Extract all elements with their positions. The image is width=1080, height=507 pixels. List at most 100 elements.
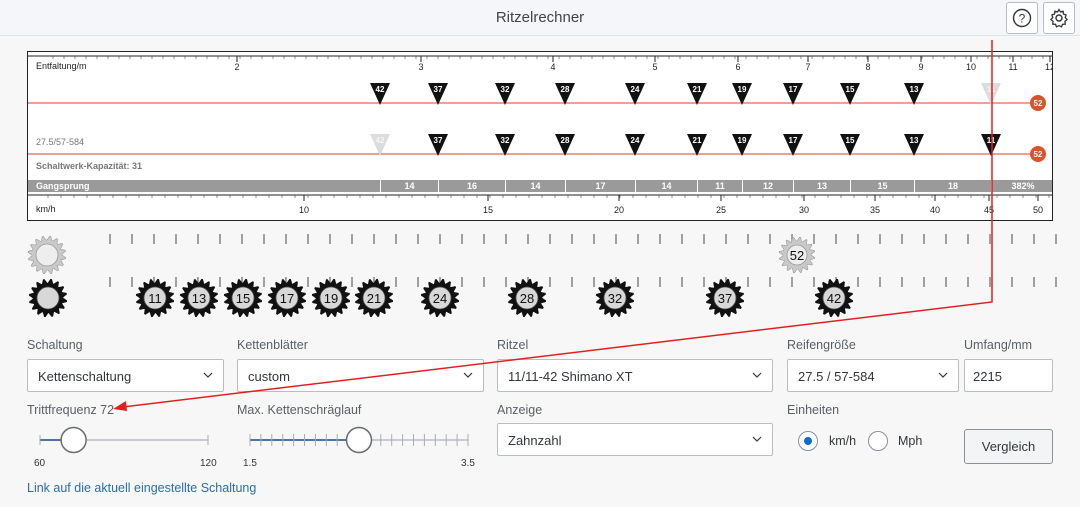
gear-marker-label: 32 — [501, 85, 510, 94]
umfang-value: 2215 — [973, 369, 1002, 384]
schaltung-select[interactable]: Kettenschaltung — [27, 359, 224, 392]
gear-marker-label: 21 — [693, 85, 702, 94]
gear-marker-label: 15 — [846, 136, 855, 145]
gear-marker-row1: 37 — [428, 83, 448, 105]
speed-axis-label: km/h — [36, 204, 56, 214]
reifen-value: 27.5 / 57-584 — [798, 369, 875, 384]
chainring-gear-52: 52 — [778, 236, 816, 274]
speed-axis-tick-label: 50 — [1033, 205, 1043, 215]
chainring-badge-label: 52 — [1034, 150, 1043, 159]
small-chainring-gear — [28, 278, 68, 318]
top-axis-tick-label: 8 — [865, 62, 870, 72]
chainring-badge — [1030, 95, 1046, 111]
top-axis-tick-label: 3 — [418, 62, 423, 72]
gangsprung-cell: 382% — [991, 180, 1052, 192]
gear-marker-label: 37 — [434, 136, 443, 145]
kettenschraeglauf-handle[interactable] — [345, 426, 373, 454]
gear-teeth-label: 42 — [827, 291, 841, 306]
chevron-down-icon — [203, 372, 213, 378]
anzeige-value: Zahnzahl — [508, 433, 562, 448]
gear-marker-row2: 11 — [981, 134, 1001, 156]
svg-text:?: ? — [1019, 12, 1026, 26]
gear-marker-label: 32 — [501, 136, 510, 145]
gear-teeth-label: 11 — [148, 291, 162, 306]
trittfrequenz-min: 60 — [34, 458, 46, 469]
radio-kmh[interactable] — [798, 431, 818, 451]
radio-mph[interactable] — [868, 431, 888, 451]
cassette-cog-15: 15 — [223, 278, 263, 318]
schaltung-value: Kettenschaltung — [38, 369, 132, 384]
vergleich-button[interactable]: Vergleich — [964, 429, 1053, 464]
top-axis-tick-label: 5 — [652, 62, 657, 72]
top-axis-tick-label: 7 — [805, 62, 810, 72]
gear-marker-label: 42 — [376, 85, 385, 94]
gear-teeth-label: 32 — [608, 291, 622, 306]
gangsprung-cell: 11 — [697, 180, 742, 192]
cassette-cog-19: 19 — [311, 278, 351, 318]
radio-mph-label: Mph — [898, 434, 923, 448]
top-axis-label: Entfaltung/m — [36, 61, 87, 71]
gear-marker-row1: 32 — [495, 83, 515, 105]
kettenschraeglauf-max: 3.5 — [461, 458, 475, 469]
radio-selected-dot — [804, 437, 812, 445]
trittfrequenz-slider[interactable] — [30, 424, 220, 456]
gangsprung-label: Gangsprung — [36, 181, 90, 191]
reifen-label: Reifengröße — [787, 338, 856, 352]
gear-marker-row1: 17 — [783, 83, 803, 105]
gangsprung-cell: 17 — [565, 180, 635, 192]
anzeige-select[interactable]: Zahnzahl — [497, 423, 773, 456]
gear-marker-label: 17 — [789, 85, 798, 94]
ritzel-value: 11/11-42 Shimano XT — [508, 369, 633, 384]
gear-marker-row2: 13 — [904, 134, 924, 156]
chevron-down-icon — [752, 372, 762, 378]
gear-teeth-label: 21 — [367, 291, 381, 306]
cassette-cog-32: 32 — [595, 278, 635, 318]
anzeige-label: Anzeige — [497, 403, 543, 417]
gear-marker-label: 13 — [910, 85, 919, 94]
gangsprung-cell: 12 — [742, 180, 793, 192]
top-axis-tick-label: 6 — [735, 62, 740, 72]
cassette-cog-24: 24 — [420, 278, 460, 318]
gear-marker-row1: 15 — [840, 83, 860, 105]
kettenblaetter-select[interactable]: custom — [237, 359, 484, 392]
kettenschraeglauf-slider[interactable] — [240, 424, 480, 456]
gear-marker-row1: 11 — [981, 83, 1001, 105]
help-icon: ? — [1012, 8, 1032, 28]
gear-marker-label: 13 — [910, 136, 919, 145]
gangsprung-cell: 13 — [793, 180, 850, 192]
gear-teeth-label: 37 — [718, 291, 732, 306]
gear-icon — [1049, 8, 1069, 28]
gear-teeth-label: 13 — [192, 291, 206, 306]
speed-axis-tick-label: 30 — [799, 205, 809, 215]
schaltung-link[interactable]: Link auf die aktuell eingestellte Schalt… — [27, 481, 257, 495]
chevron-down-icon — [463, 372, 473, 378]
top-axis-tick-label: 10 — [966, 62, 976, 72]
kettenschraeglauf-min: 1.5 — [243, 458, 257, 469]
derailleur-capacity: Schaltwerk-Kapazität: 31 — [36, 161, 143, 171]
gear-teeth-label: 28 — [520, 291, 534, 306]
reifen-select[interactable]: 27.5 / 57-584 — [787, 359, 959, 392]
gear-marker-label: 21 — [693, 136, 702, 145]
gear-marker-row2: 21 — [687, 134, 707, 156]
cassette-cog-13: 13 — [179, 278, 219, 318]
ritzel-label: Ritzel — [497, 338, 529, 352]
help-button[interactable]: ? — [1006, 2, 1038, 34]
ritzel-select[interactable]: 11/11-42 Shimano XT — [497, 359, 773, 392]
gear-marker-row1: 28 — [555, 83, 575, 105]
chainring-badge — [1030, 146, 1046, 162]
gangsprung-cell: 18 — [914, 180, 991, 192]
gear-marker-row2: 19 — [732, 134, 752, 156]
top-bar: Ritzelrechner ? — [0, 0, 1080, 36]
top-axis-tick-label: 4 — [550, 62, 555, 72]
gangsprung-cell: 14 — [380, 180, 438, 192]
speed-axis-tick-label: 15 — [483, 205, 493, 215]
umfang-input[interactable]: 2215 — [964, 359, 1053, 392]
gear-teeth-label: 17 — [280, 291, 294, 306]
kettenblaetter-value: custom — [248, 369, 290, 384]
trittfrequenz-handle[interactable] — [60, 426, 87, 454]
speed-axis-tick-label: 25 — [716, 205, 726, 215]
gangsprung-cell: 16 — [438, 180, 505, 192]
chevron-down-icon — [752, 436, 762, 442]
settings-button[interactable] — [1043, 2, 1075, 34]
gear-teeth-label: 19 — [324, 291, 338, 306]
